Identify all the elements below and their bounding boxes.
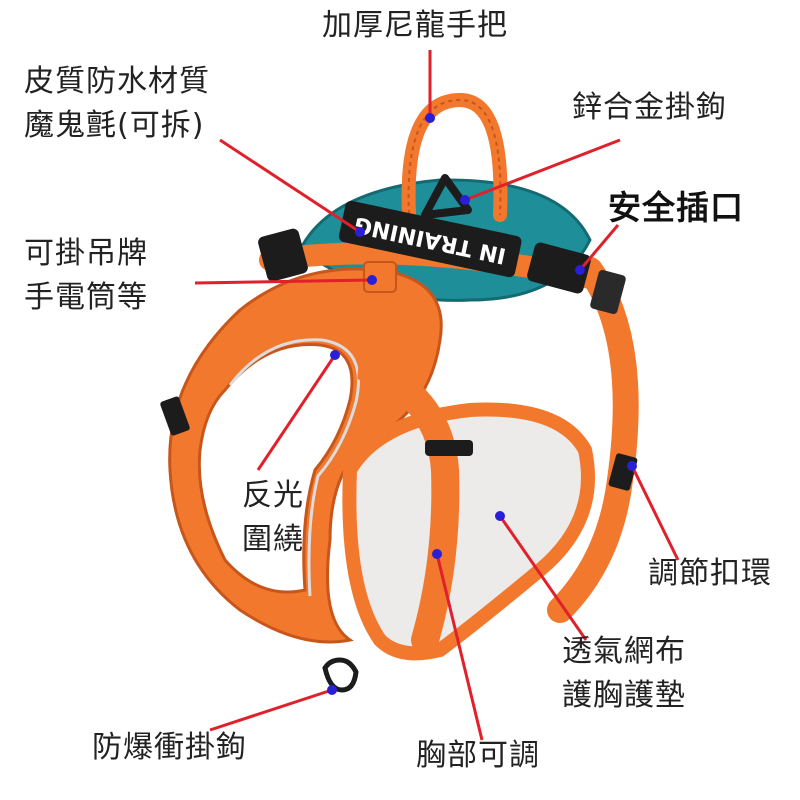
bottom-hook-ring [322, 657, 359, 693]
leader-lines [194, 50, 680, 741]
label-chest: 胸部可調 [416, 738, 540, 773]
dot-mesh [495, 511, 505, 521]
dot-handle [425, 113, 435, 123]
label-patch: 皮質防水材質 魔鬼氈(可拆) [24, 64, 210, 143]
dot-adjuster [627, 461, 637, 471]
dot-hook [460, 195, 470, 205]
dot-reflect [330, 350, 340, 360]
right-safety-buckle [527, 242, 591, 294]
label-adjuster: 調節扣環 [648, 556, 772, 591]
chest-slide-buckle [425, 440, 473, 456]
left-adjuster-buckle [160, 396, 190, 436]
leader-dots [327, 113, 637, 695]
reflective-trim [228, 338, 360, 597]
mesh-chest-pad [342, 402, 595, 661]
dot-bottom-hook [327, 685, 337, 695]
dot-buckle [575, 265, 585, 275]
leader-chest [435, 553, 484, 741]
leader-buckle [578, 224, 620, 271]
leader-mesh [498, 515, 588, 641]
harness-front-opening [197, 343, 354, 594]
chest-center-strap [357, 276, 460, 654]
leader-tag [194, 278, 373, 285]
metal-d-ring [421, 174, 472, 219]
dot-tag [367, 275, 377, 285]
label-mesh: 透氣網布 護胸護墊 [562, 634, 686, 713]
leader-hook [464, 138, 621, 202]
leader-patch [219, 138, 361, 234]
left-safety-buckle [258, 228, 308, 282]
leader-bottom-hook [209, 688, 333, 732]
label-hook: 鋅合金掛鉤 [572, 90, 727, 125]
label-tag: 可掛吊牌 手電筒等 [24, 236, 148, 315]
right-buckle-clip [590, 269, 626, 315]
label-reflect: 反光 圍繞 [242, 478, 304, 557]
leader-adjuster [630, 465, 680, 561]
label-bottom-hook: 防爆衝掛鉤 [92, 730, 247, 765]
handle-stitch [407, 98, 502, 231]
leader-reflect [256, 354, 337, 471]
dot-patch [355, 227, 365, 237]
label-handle: 加厚尼龍手把 [322, 8, 508, 43]
label-buckle: 安全插口 [608, 188, 744, 227]
dot-chest [432, 549, 442, 559]
